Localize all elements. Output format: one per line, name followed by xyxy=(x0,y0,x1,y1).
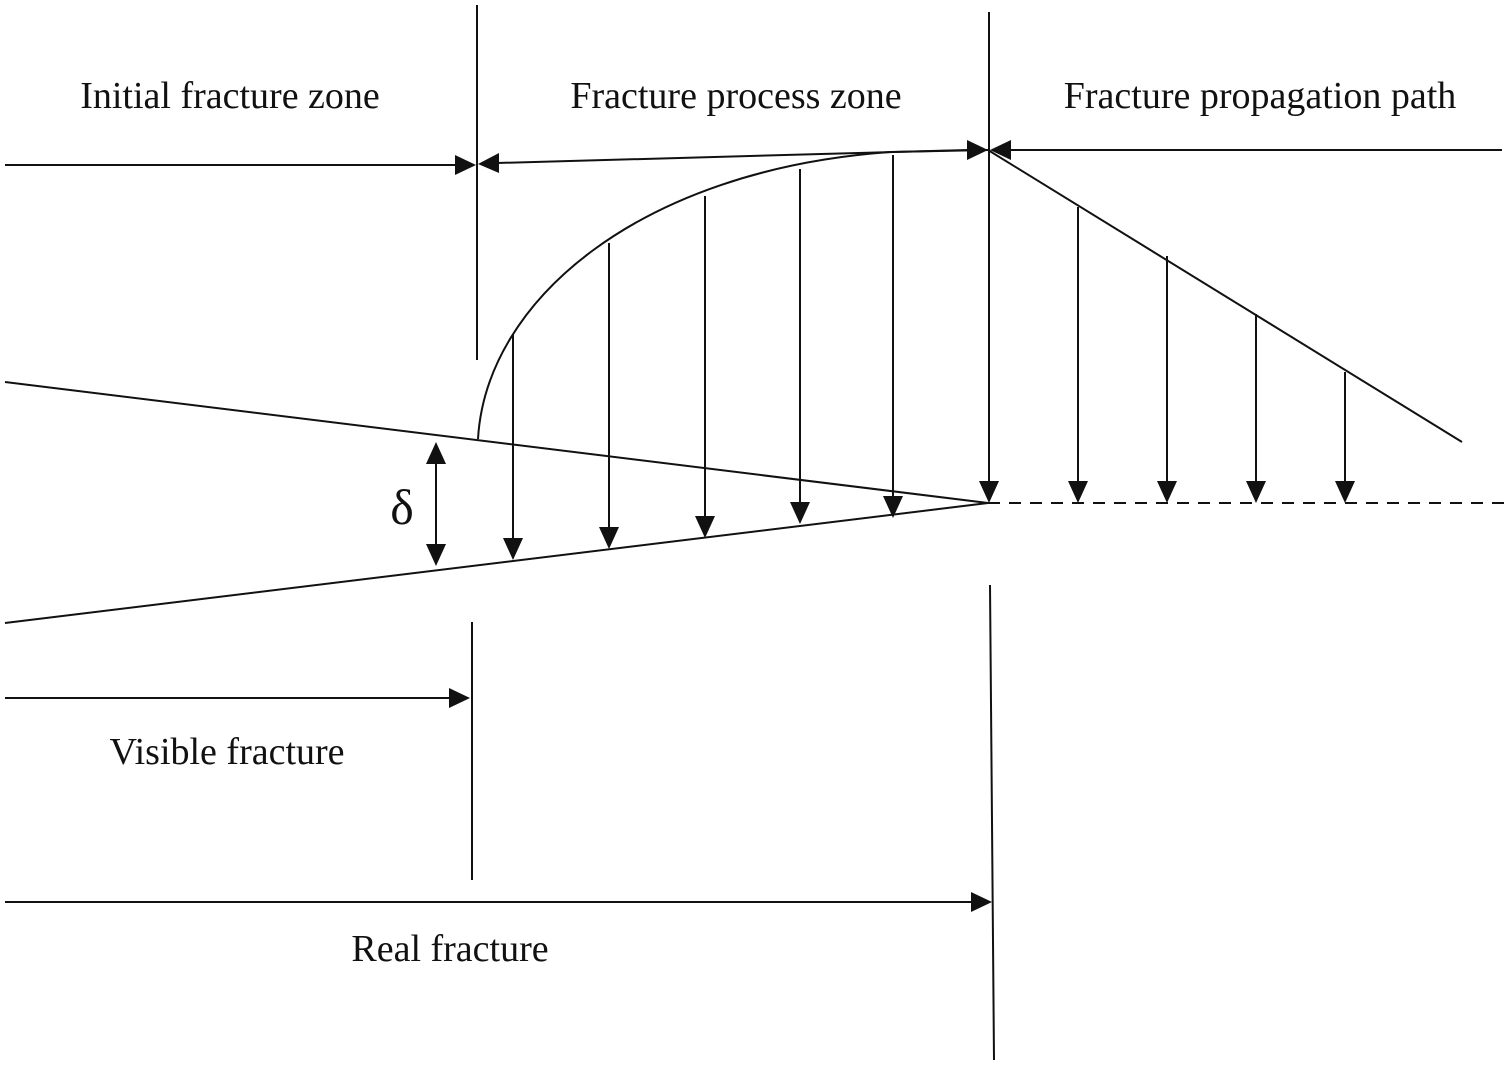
cohesive-stress-envelope xyxy=(477,149,989,440)
visible-fracture-arrowhead xyxy=(449,688,470,708)
opening-delta-symbol: δ xyxy=(390,479,414,535)
fracture-propagation-path-label: Fracture propagation path xyxy=(1064,75,1457,117)
real-fracture-end-line xyxy=(989,584,995,1061)
stress-arrowhead xyxy=(503,538,523,560)
process-zone-arrowhead-left xyxy=(478,153,499,173)
propagation-stress-arrows xyxy=(1068,207,1355,503)
cohesive-stress-arrows xyxy=(503,150,999,560)
opening-arrowhead-bottom xyxy=(426,544,446,566)
visible-fracture-label: Visible fracture xyxy=(109,731,344,773)
lower-crack-face xyxy=(4,502,989,624)
stress-arrowhead xyxy=(1068,481,1088,503)
stress-arrowhead xyxy=(1157,481,1177,503)
stress-arrowhead xyxy=(1246,481,1266,503)
initial-fracture-zone-label: Initial fracture zone xyxy=(80,75,380,117)
propagation-stress-envelope xyxy=(987,149,1463,443)
real-fracture-label: Real fracture xyxy=(351,928,548,970)
upper-crack-face xyxy=(4,381,989,504)
stress-arrowhead xyxy=(1335,481,1355,503)
opening-arrowhead-top xyxy=(426,442,446,464)
initial-zone-arrowhead xyxy=(455,155,476,175)
stress-arrowhead xyxy=(883,496,903,518)
crack-opening-indicator: δ xyxy=(390,442,446,566)
propagation-path-arrowhead xyxy=(990,140,1011,160)
stress-arrowhead xyxy=(979,481,999,503)
fracture-process-zone-label: Fracture process zone xyxy=(570,75,901,117)
stress-arrowhead xyxy=(695,516,715,538)
stress-arrowhead xyxy=(790,502,810,524)
stress-arrowhead xyxy=(599,527,619,549)
real-fracture-arrowhead xyxy=(971,892,992,912)
